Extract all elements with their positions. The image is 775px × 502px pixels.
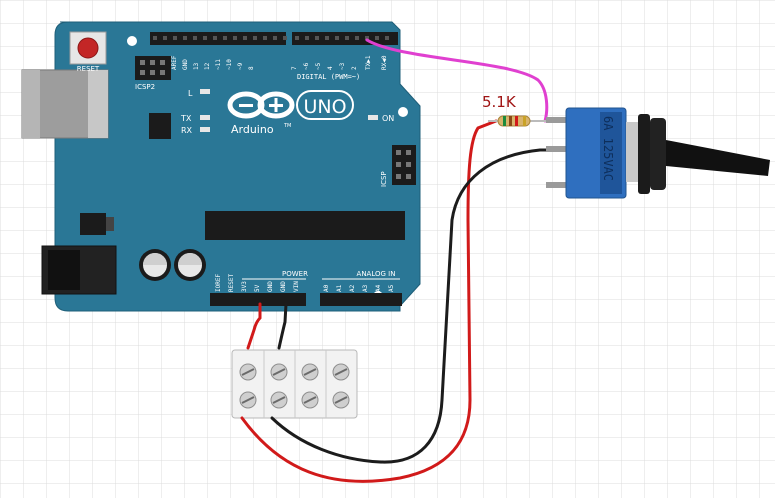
power-label: POWER xyxy=(282,270,308,278)
digital-pin-label: ~5 xyxy=(315,62,322,70)
icsp-header xyxy=(392,145,416,185)
analog-header xyxy=(320,293,402,306)
digital-pin-label: ~9 xyxy=(237,62,244,70)
power-pin-labels: IOREF RESET 3V3 5V GND GND VIN xyxy=(215,274,300,292)
analog-pin-label: A4 xyxy=(375,284,382,292)
led-rx-label: RX xyxy=(181,126,193,135)
digital-pin-label: 7 xyxy=(291,66,298,70)
switch-marking: 6A 125VAC xyxy=(601,116,615,181)
analog-pin-label: A3 xyxy=(362,284,369,292)
toggle-switch xyxy=(546,107,770,199)
usb-chip xyxy=(149,113,171,139)
digital-pin-label: 12 xyxy=(204,62,211,70)
digital-pin-label: RX◀0 xyxy=(381,55,388,70)
wires xyxy=(240,38,552,483)
led-l-label: L xyxy=(188,89,193,98)
digital-pin-label: AREF xyxy=(171,55,178,70)
led-tx xyxy=(200,115,210,120)
mounting-hole xyxy=(398,107,408,117)
digital-pin-label: ~11 xyxy=(215,59,222,70)
power-pin-label: 5V xyxy=(254,284,261,292)
reset-label: RESET xyxy=(77,65,100,73)
digital-pin-label: ~10 xyxy=(226,59,233,70)
led-l xyxy=(200,89,210,94)
icsp2-label: ICSP2 xyxy=(135,83,155,91)
analog-pin-label: A2 xyxy=(349,284,356,292)
digital-pin-label: ~3 xyxy=(339,62,346,70)
analog-pin-label: A5 xyxy=(388,284,395,292)
digital-pin-label: 8 xyxy=(248,66,255,70)
digital-pin-label: GND xyxy=(182,59,189,70)
voltage-regulator xyxy=(80,213,114,235)
analog-pin-label: A1 xyxy=(336,284,343,292)
icsp-label: ICSP xyxy=(380,171,388,187)
led-on-label: ON xyxy=(382,114,394,123)
wire-magenta-d2 xyxy=(365,38,549,123)
arduino-infinity-logo xyxy=(227,91,295,119)
power-pin-label: IOREF xyxy=(215,274,222,292)
power-pin-label: 3V3 xyxy=(241,281,248,292)
wire-black-gnd xyxy=(277,302,288,350)
digital-pin-label: 13 xyxy=(193,62,200,70)
digital-pin-labels: AREF GND 13 12 ~11 ~10 ~9 8 7 ~6 ~5 4 ~3 2 TX▶1 RX◀0 xyxy=(171,55,388,70)
wire-black-loop xyxy=(270,148,552,464)
logo-tm-text: TM xyxy=(283,123,291,129)
power-jack xyxy=(41,245,117,295)
resistor xyxy=(488,115,546,127)
terminal-block xyxy=(231,349,358,419)
digital-pin-label: 4 xyxy=(327,66,334,70)
digital-pin-label: TX▶1 xyxy=(365,55,372,70)
power-pin-label: RESET xyxy=(228,274,235,292)
digital-header xyxy=(150,32,398,45)
wire-red-5v xyxy=(246,302,262,350)
led-rx xyxy=(200,127,210,132)
power-pin-label: VIN xyxy=(293,281,300,292)
usb-port xyxy=(21,69,109,139)
digital-pin-label: ~6 xyxy=(303,62,310,70)
capacitors xyxy=(139,249,206,281)
analog-pin-label: A0 xyxy=(323,284,330,292)
power-pin-label: GND xyxy=(280,281,287,292)
digital-pin-label: 2 xyxy=(351,66,358,70)
led-on xyxy=(368,115,378,120)
analog-label: ANALOG IN xyxy=(357,270,396,278)
wire-red-loop xyxy=(240,119,498,483)
icsp2-header xyxy=(135,56,171,80)
logo-uno-text: UNO xyxy=(303,96,346,118)
analog-pin-labels: A0 A1 A2 A3 A4 A5 xyxy=(323,284,395,292)
mounting-hole xyxy=(127,36,137,46)
uno-badge xyxy=(296,90,354,120)
power-pin-label: GND xyxy=(267,281,274,292)
digital-label: DIGITAL (PWM=~) xyxy=(297,73,360,81)
power-header xyxy=(210,293,306,306)
atmega-chip xyxy=(205,211,405,240)
logo-brand-text: Arduino xyxy=(231,123,274,136)
reset-button[interactable] xyxy=(69,31,107,65)
resistor-label: 5.1K xyxy=(482,93,517,111)
led-tx-label: TX xyxy=(180,114,192,123)
